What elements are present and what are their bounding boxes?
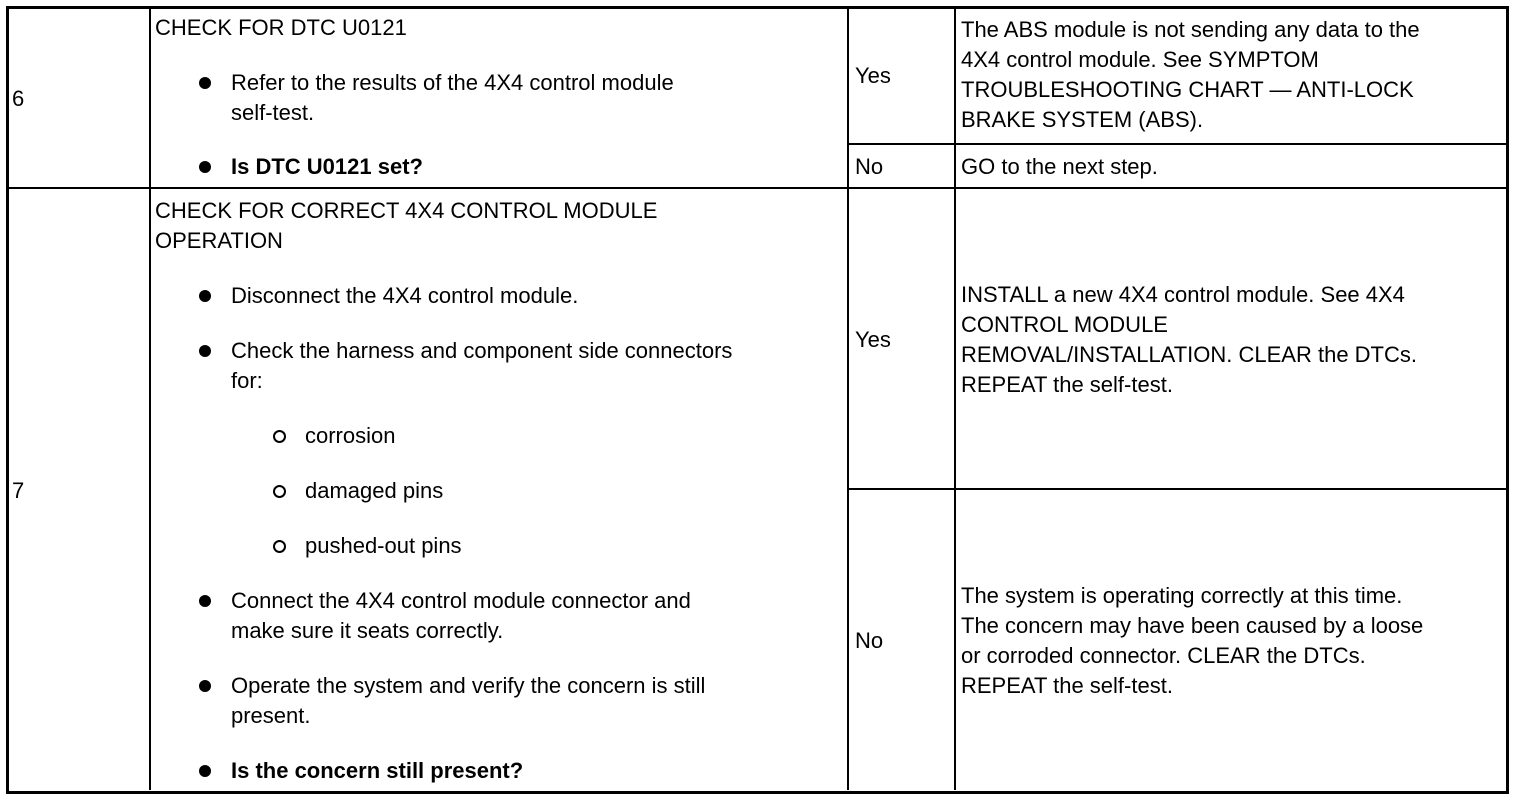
step-instruction: present. <box>231 703 311 728</box>
sub-item: damaged pins <box>305 478 444 503</box>
action-text: The system is operating correctly at thi… <box>961 583 1403 608</box>
bullet-icon <box>199 77 211 89</box>
bullet-icon <box>199 680 211 692</box>
action-text: REPEAT the self-test. <box>961 372 1173 397</box>
column-divider-step <box>149 8 151 790</box>
action-text: 4X4 control module. See SYMPTOM <box>961 47 1319 72</box>
sub-item: pushed-out pins <box>305 533 462 558</box>
step-instruction: Operate the system and verify the concer… <box>231 673 706 698</box>
column-divider-result <box>847 8 849 790</box>
bullet-icon <box>199 345 211 357</box>
action-text: or corroded connector. CLEAR the DTCs. <box>961 643 1366 668</box>
step-question: Is the concern still present? <box>231 758 524 783</box>
step-instruction: Check the harness and component side con… <box>231 338 733 363</box>
step-number: 7 <box>12 478 25 503</box>
sub-item: corrosion <box>305 423 396 448</box>
diagnostic-table <box>6 6 1509 794</box>
step-instruction: make sure it seats correctly. <box>231 618 504 643</box>
bullet-icon <box>199 595 211 607</box>
step-instruction: Refer to the results of the 4X4 control … <box>231 70 674 95</box>
step-title: OPERATION <box>155 228 283 253</box>
result-no: No <box>855 628 884 653</box>
step-instruction: for: <box>231 368 263 393</box>
step-instruction: self-test. <box>231 100 315 125</box>
step-question: Is DTC U0121 set? <box>231 154 423 179</box>
result-yes: Yes <box>855 327 891 352</box>
step-number: 6 <box>12 86 25 111</box>
action-text: REPEAT the self-test. <box>961 673 1173 698</box>
action-text: CONTROL MODULE <box>961 312 1168 337</box>
step-title: CHECK FOR CORRECT 4X4 CONTROL MODULE <box>155 198 658 223</box>
action-text: The ABS module is not sending any data t… <box>961 17 1420 42</box>
action-text: TROUBLESHOOTING CHART — ANTI-LOCK <box>961 77 1414 102</box>
sub-bullet-icon <box>273 485 286 498</box>
action-text: REMOVAL/INSTALLATION. CLEAR the DTCs. <box>961 342 1417 367</box>
result-no: No <box>855 154 884 179</box>
column-divider-action <box>954 8 956 790</box>
result-yes: Yes <box>855 63 891 88</box>
bullet-icon <box>199 290 211 302</box>
bullet-icon <box>199 161 211 173</box>
row-divider-6-7 <box>8 187 1506 189</box>
bullet-icon <box>199 765 211 777</box>
action-text: INSTALL a new 4X4 control module. See 4X… <box>961 282 1405 307</box>
action-text: GO to the next step. <box>961 154 1158 179</box>
row-divider-7-yes-no <box>848 488 1506 490</box>
step-instruction: Disconnect the 4X4 control module. <box>231 283 579 308</box>
step-instruction: Connect the 4X4 control module connector… <box>231 588 691 613</box>
step-title: CHECK FOR DTC U0121 <box>155 15 407 40</box>
row-divider-6-yes-no <box>848 143 1506 145</box>
sub-bullet-icon <box>273 430 286 443</box>
action-text: The concern may have been caused by a lo… <box>961 613 1424 638</box>
action-text: BRAKE SYSTEM (ABS). <box>961 107 1204 132</box>
sub-bullet-icon <box>273 540 286 553</box>
